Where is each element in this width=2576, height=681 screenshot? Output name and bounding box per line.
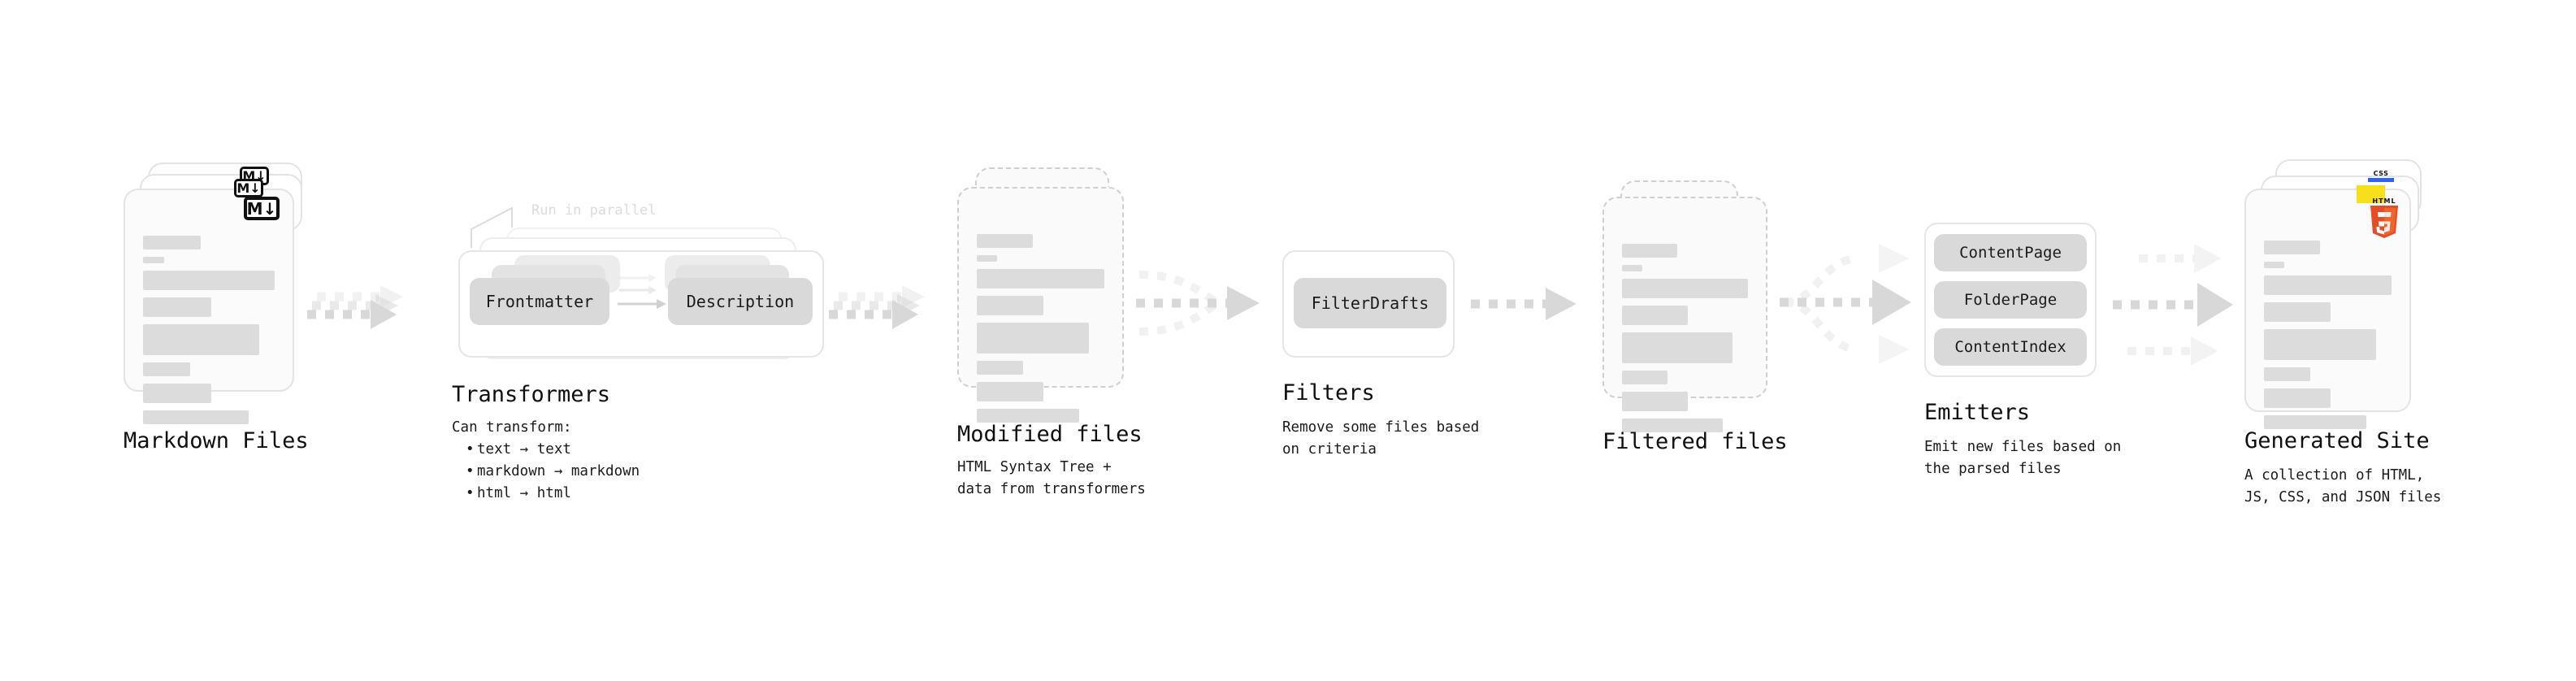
generated-site-title: Generated Site <box>2244 428 2430 453</box>
emitters-subtitle: Emit new files based on the parsed files <box>1924 439 2122 478</box>
markdown-badge-mid: M↓ <box>234 179 263 197</box>
filtered-card-front <box>1602 197 1767 432</box>
generated-site-subtitle: A collection of HTML, JS, CSS, and JSON … <box>2244 467 2442 506</box>
emitters-chip-folderpage-label: FolderPage <box>1963 291 2058 309</box>
emitters-chip-folderpage[interactable]: FolderPage <box>1934 281 2087 319</box>
run-in-parallel-callout-line <box>471 206 513 248</box>
html5-shield-icon <box>2370 206 2398 238</box>
markdown-badge-front: M↓ <box>244 197 280 220</box>
css-badge: CSS <box>2368 170 2394 186</box>
conn-emitters-to-site <box>2113 244 2233 366</box>
conn-filtered-to-emitters <box>1780 244 1911 364</box>
filtered-files-title: Filtered files <box>1602 429 1788 454</box>
filters-subtitle: Remove some files based on criteria <box>1282 419 1480 458</box>
filters-title: Filters <box>1282 380 1375 406</box>
filters-chip-filterdrafts[interactable]: FilterDrafts <box>1294 278 1446 328</box>
markdown-card-lines <box>143 236 275 432</box>
conn-filters-to-filtered <box>1471 288 1576 320</box>
conn-md-to-transformers <box>307 285 403 329</box>
transformers-subtitle-lead: Can transform: <box>452 419 572 436</box>
site-card-front <box>2244 189 2411 429</box>
transformers-bullets: text → text markdown → markdown html → h… <box>463 439 640 505</box>
transformer-chip-frontmatter-label: Frontmatter <box>485 292 594 311</box>
css-badge-label: CSS <box>2373 170 2389 177</box>
site-card-lines <box>2264 241 2392 436</box>
markdown-files-stack: M↓ M↓ M↓ <box>124 163 319 424</box>
conn-modified-to-filters <box>1136 271 1260 336</box>
markdown-badge-letter-3: M <box>246 198 263 219</box>
transformers-bullet-1: markdown → markdown <box>477 461 640 483</box>
transformer-chip-description[interactable]: Description <box>668 278 813 325</box>
transformers-stage: Run in parallel Frontmat <box>445 195 827 366</box>
transformers-bullet-2: html → html <box>477 483 640 505</box>
transformers-title: Transformers <box>452 382 611 407</box>
emitters-chip-contentpage-label: ContentPage <box>1959 244 2062 262</box>
transformers-bullet-0: text → text <box>477 439 640 461</box>
modified-files-title: Modified files <box>957 422 1143 447</box>
transformer-chip-frontmatter[interactable]: Frontmatter <box>470 278 609 325</box>
generated-site-stack: CSS HTML <box>2244 159 2448 429</box>
conn-transformers-to-modified <box>829 285 925 329</box>
markdown-card-front <box>124 189 294 424</box>
markdown-badge-arrow-3: ↓ <box>262 198 277 219</box>
filtered-card-lines <box>1622 244 1748 440</box>
modified-card-front <box>957 187 1124 423</box>
transformer-inner-arrows <box>618 274 666 309</box>
emitters-chip-contentpage[interactable]: ContentPage <box>1934 234 2087 271</box>
emitters-chip-contentindex-label: ContentIndex <box>1954 338 2066 356</box>
markdown-badge-letter-2: M <box>236 180 250 196</box>
run-in-parallel-label: Run in parallel <box>531 202 657 219</box>
filters-chip-filterdrafts-label: FilterDrafts <box>1311 293 1429 313</box>
markdown-files-title: Markdown Files <box>124 428 309 453</box>
emitters-chip-contentindex[interactable]: ContentIndex <box>1934 328 2087 366</box>
css-badge-bar <box>2368 178 2394 182</box>
modified-files-stack <box>957 167 1144 423</box>
emitters-title: Emitters <box>1924 400 2031 425</box>
js-badge <box>2357 185 2385 203</box>
html5-badge-word: HTML <box>2372 197 2396 205</box>
transformer-chip-description-label: Description <box>686 292 795 311</box>
modified-card-lines <box>977 234 1104 430</box>
emitters-stage: ContentPage FolderPage ContentIndex <box>1924 223 2103 385</box>
html5-badge: HTML <box>2366 198 2402 241</box>
filters-stage: FilterDrafts <box>1282 250 1457 360</box>
filtered-files-stack <box>1602 180 1781 432</box>
modified-files-subtitle: HTML Syntax Tree + data from transformer… <box>957 459 1146 498</box>
markdown-badge-arrow-2: ↓ <box>249 180 261 196</box>
